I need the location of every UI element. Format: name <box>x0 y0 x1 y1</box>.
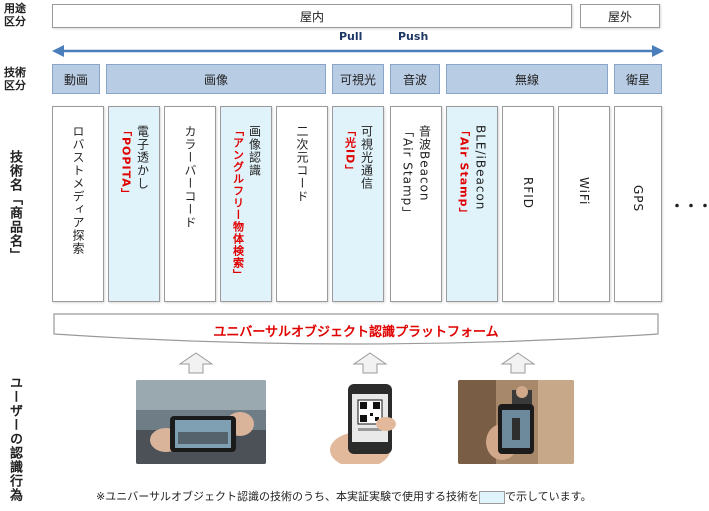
phone-photo-person <box>458 380 574 464</box>
tech-name-text: 電子透かし <box>135 125 150 190</box>
category-satellite-label: 衛星 <box>625 72 650 87</box>
category-sound: 音波 <box>390 64 440 94</box>
tech-robust-media-search: ロバストメディア探索 <box>52 106 104 302</box>
indoor-label: 屋内 <box>299 9 324 24</box>
platform-box: ユニバーサルオブジェクト認識プラットフォーム <box>52 312 660 348</box>
platform-shape <box>53 313 659 345</box>
category-satellite: 衛星 <box>614 64 662 94</box>
indoor-box: 屋内 <box>52 4 572 28</box>
more-ellipsis: ・・・ <box>670 199 709 215</box>
tech-name-text: WiFi <box>577 177 591 206</box>
tech-name-text: 二次元コード <box>295 125 309 203</box>
product-name-text: 「アングルフリー物体検索」 <box>231 125 245 281</box>
tech-name-text: 画像認識 <box>247 125 262 177</box>
footnote: ※ユニバーサルオブジェクト認識の技術のうち、本実証実験で使用する技術を で示してい… <box>96 488 592 504</box>
category-image-label: 画像 <box>203 72 228 87</box>
tech-name-text: BLE/iBeacon <box>473 125 488 211</box>
tech-color-barcode: カラーバーコード <box>164 106 216 302</box>
up-arrow-icon <box>178 352 214 374</box>
phone-photo-qrcode <box>318 380 422 464</box>
use-category-label-line2: 区分 <box>4 15 26 28</box>
tech-name-text: GPS <box>631 185 645 213</box>
tech-name-label-text: 技術名「商品名」 <box>7 150 22 262</box>
category-video: 動画 <box>52 64 100 94</box>
tech-ble-ibeacon: BLE/iBeacon 「Air Stamp」 <box>446 106 498 302</box>
category-video-label: 動画 <box>63 72 88 87</box>
outdoor-box: 屋外 <box>580 4 660 28</box>
tech-category-label-line2: 区分 <box>4 79 26 92</box>
pull-label: Pull <box>339 30 363 43</box>
tech-image-recognition: 画像認識 「アングルフリー物体検索」 <box>220 106 272 302</box>
tech-2d-code: 二次元コード <box>276 106 328 302</box>
footnote-text-after: で示しています。 <box>505 490 592 503</box>
tech-wifi: WiFi <box>558 106 610 302</box>
footnote-text-before: ※ユニバーサルオブジェクト認識の技術のうち、本実証実験で使用する技術を <box>96 490 479 503</box>
product-name-text: 「光ID」 <box>343 125 357 177</box>
tech-name-text: カラーバーコード <box>183 125 197 229</box>
user-action-label: ユーザーの認識行為 <box>6 376 23 502</box>
tech-name-text: 可視光通信 <box>359 125 374 190</box>
tech-sound-beacon: 音波Beacon 「Air Stamp」 <box>390 106 442 302</box>
product-name-text: 「POPITA」 <box>119 125 133 200</box>
up-arrow-icon <box>352 352 388 374</box>
use-category-label: 用途 区分 <box>2 2 28 28</box>
tech-name-text: RFID <box>521 177 535 210</box>
category-wireless: 無線 <box>446 64 608 94</box>
push-label: Push <box>398 30 429 43</box>
category-visible-light-label: 可視光 <box>339 72 376 87</box>
category-image: 画像 <box>106 64 326 94</box>
highlight-swatch <box>479 490 505 504</box>
phone-photo-street <box>136 380 266 464</box>
use-category-label-line1: 用途 <box>4 2 26 15</box>
tech-digital-watermark: 電子透かし 「POPITA」 <box>108 106 160 302</box>
up-arrow-icon <box>500 352 536 374</box>
tech-visible-light-comm: 可視光通信 「光ID」 <box>332 106 384 302</box>
tech-name-text: ロバストメディア探索 <box>71 125 85 255</box>
category-wireless-label: 無線 <box>514 72 539 87</box>
tech-category-label: 技術 区分 <box>2 66 28 92</box>
tech-name-label: 技術名「商品名」 <box>6 150 22 262</box>
user-action-label-text: ユーザーの認識行為 <box>7 376 22 502</box>
platform-label: ユニバーサルオブジェクト認識プラットフォーム <box>213 325 499 340</box>
tech-name-text: 音波Beacon <box>417 125 432 202</box>
tech-gps: GPS <box>614 106 662 302</box>
category-sound-label: 音波 <box>402 72 427 87</box>
category-visible-light: 可視光 <box>332 64 384 94</box>
outdoor-label: 屋外 <box>607 9 632 24</box>
tech-subname-text: 「Air Stamp」 <box>400 125 415 220</box>
tech-category-label-line1: 技術 <box>4 66 26 79</box>
tech-rfid: RFID <box>502 106 554 302</box>
product-name-text: 「Air Stamp」 <box>457 125 471 220</box>
pull-push-arrow <box>52 45 664 57</box>
